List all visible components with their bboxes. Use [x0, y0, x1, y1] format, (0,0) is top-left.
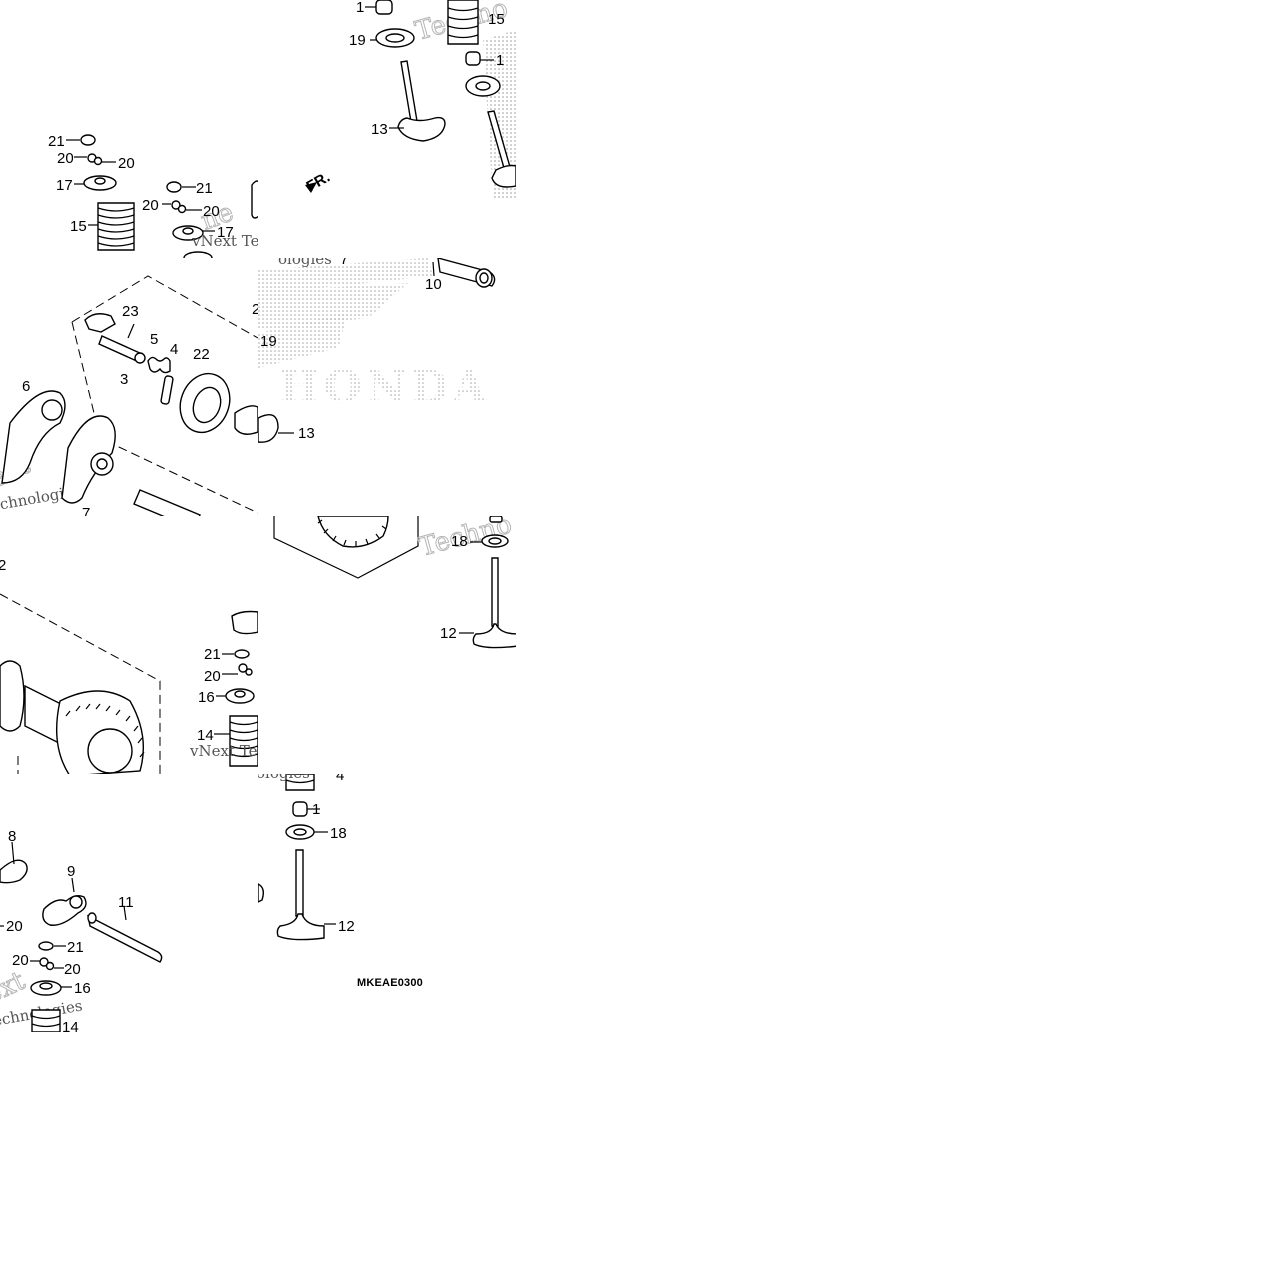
callout-label: 6: [22, 378, 30, 395]
callout-label: 11: [118, 894, 134, 911]
callout-label: 4: [170, 341, 178, 358]
watermark-text: ologies: [258, 774, 310, 782]
callout-label: 15: [488, 11, 505, 28]
diagram-tile-logo-shaft: HONDA ologies 7 10 19 13: [258, 258, 516, 516]
callout-label: 12: [440, 625, 457, 642]
callout-label: 4: [336, 774, 344, 784]
valve-spring-part: [97, 202, 135, 251]
watermark: ext: [0, 966, 30, 1011]
callout-label: 21: [48, 133, 65, 150]
callout-label: 20: [12, 952, 29, 969]
callout-label: 22: [193, 346, 210, 363]
exhaust-valve-part: [276, 849, 325, 941]
callout-label: 19: [349, 32, 366, 49]
callout-label: 10: [425, 276, 442, 293]
rocker-shaft-part: [87, 912, 163, 963]
rocker-arm-part: [0, 859, 28, 884]
callout-label: 2: [0, 557, 6, 574]
callout-label: 20: [6, 918, 23, 935]
valve-spring-part: [447, 0, 479, 45]
logo-text: HONDA: [278, 362, 490, 413]
diagram-tile-exhaust-valve: Techno 18 12: [258, 516, 516, 774]
rocker-shaft-part: [437, 258, 496, 288]
callout-label: 20: [64, 961, 81, 978]
callout-label: 3: [120, 371, 128, 388]
callout-label: 20: [118, 155, 135, 172]
callout-label: 14: [197, 727, 214, 744]
watermark-text: ologies: [278, 258, 332, 268]
callout-label: 23: [122, 303, 139, 320]
diagram-tile-rocker-assembly: ext echnologies 23: [0, 258, 258, 516]
spring-part: [147, 356, 171, 374]
cotter-cap-part: [80, 134, 96, 146]
valve-seal-part: [375, 0, 393, 15]
callout-label: 16: [74, 980, 91, 997]
rocker-arm-part: [42, 894, 87, 926]
callout-label: 1: [496, 52, 504, 69]
diagram-tile-camshaft: 2 21 20 16 14 vNext Tec: [0, 516, 258, 774]
front-marker: FR.: [304, 169, 333, 196]
diagram-tile-exhaust-valve-seal: ologies 4 1 18 12: [258, 774, 516, 1032]
exhaust-valve-part: [472, 557, 516, 649]
callout-label: 13: [371, 121, 388, 138]
callout-label: 17: [56, 177, 73, 194]
valve-seal-part: [292, 801, 308, 817]
callout-label: 12: [338, 918, 355, 935]
diagram-tile-rocker-arms: ext echnologies 8: [0, 774, 258, 1032]
decompressor-shaft-part: [84, 313, 146, 364]
intake-valve-part: [397, 60, 446, 142]
callout-label: 14: [62, 1019, 79, 1032]
diagram-tile-spring-retainers: ne 21 20 20: [0, 0, 258, 258]
callout-label: 1: [356, 0, 364, 16]
callout-label: 20: [57, 150, 74, 167]
callout-label: 18: [451, 533, 468, 550]
diagram-reference-code: MKEAE0300: [357, 977, 423, 989]
callout-label: 2: [252, 301, 258, 318]
callout-label: 18: [330, 825, 347, 842]
callout-label: 9: [67, 863, 75, 880]
callout-label: 20: [204, 668, 221, 685]
callout-label: 19: [260, 333, 277, 350]
honda-wing-logo: HONDA: [258, 258, 490, 413]
diagram-tile-valves-top: Techno 1 19 15 1 13: [258, 0, 516, 258]
callout-label: 1: [312, 801, 320, 818]
callout-label: 21: [204, 646, 221, 663]
callout-label: 20: [203, 203, 220, 220]
callout-label: 8: [8, 828, 16, 845]
callout-label: 5: [150, 331, 158, 348]
callout-label: 17: [217, 224, 234, 241]
pin-part: [160, 375, 174, 405]
rocker-arm-part: [61, 415, 116, 504]
watermark-text: vNext Tec: [191, 232, 258, 250]
callout-label: 7: [82, 505, 90, 516]
front-direction-arrow: FR.: [288, 169, 333, 203]
camshaft-part: [0, 660, 145, 774]
callout-label: 15: [70, 218, 87, 235]
callout-label: 21: [67, 939, 84, 956]
callout-label: 7: [340, 258, 348, 268]
callout-label: 20: [142, 197, 159, 214]
cam-gear-part: [317, 516, 389, 548]
callout-label: 16: [198, 689, 215, 706]
watermark-text: vNext Tec: [189, 742, 258, 760]
rocker-arm-part: [1, 390, 66, 484]
callout-label: 21: [196, 180, 213, 197]
callout-label: 13: [298, 425, 315, 442]
